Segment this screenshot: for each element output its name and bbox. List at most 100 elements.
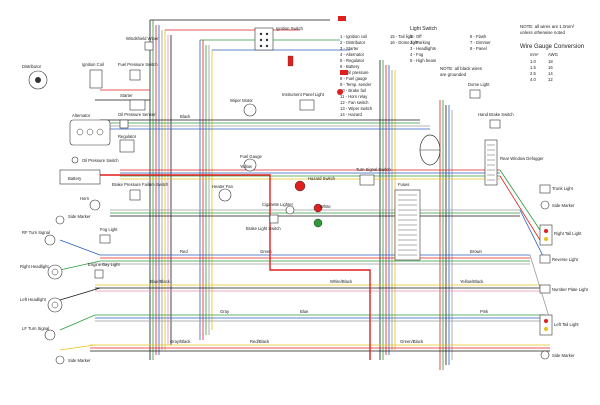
hazard-switch: Hazard Switch <box>308 176 336 181</box>
starter-label: Starter <box>120 93 133 98</box>
heater-fan: Heater Fan <box>212 184 234 202</box>
gauge-table-title: Wire Gauge Conversion <box>520 44 584 50</box>
wire-label: Black <box>180 114 191 119</box>
distributor: Distributor <box>22 64 48 90</box>
brake-pressure-label: Brake Pressure Failure Switch <box>112 182 169 187</box>
wire-label: White/Black <box>330 279 353 284</box>
legend-item: 10 - Brake fail <box>340 88 366 93</box>
turn-signal-switch: Turn Signal Switch <box>356 167 391 186</box>
colors-note-line1: NOTE: all black wires <box>440 66 483 71</box>
gauge-row-2-awg: 16 <box>548 65 553 70</box>
gauge-row-3-awg: 14 <box>548 71 553 76</box>
distributor-label: Distributor <box>22 64 42 69</box>
wire-label: Pink <box>480 309 489 314</box>
instrument-panel-light: Instrument Panel Light <box>282 92 325 111</box>
legend-item: 6 - Battery <box>340 64 360 69</box>
gauge-header-awg: AWG <box>548 52 558 57</box>
fuel-pressure-switch: Fuel Pressure Switch <box>118 62 158 81</box>
component-legend: 1 - Ignition coil 2 - Distributor 3 - St… <box>340 34 419 117</box>
switch-table-row: 8 - Panel <box>470 46 487 51</box>
hand-brake-switch: Hand Brake Switch <box>478 112 514 129</box>
gauge-row-2-mm: 1.5 <box>530 65 536 70</box>
battery-label: Battery <box>68 176 82 181</box>
trunk-light-label: Trunk Light <box>552 186 574 191</box>
windshield-wiper-label: Windshield Wiper <box>126 36 159 41</box>
red-indicator-lamp <box>287 55 294 67</box>
side-marker-left: Side Marker <box>55 355 91 365</box>
left-tail-label: Left Tail Light <box>554 322 579 327</box>
indicator-lamps <box>287 16 348 228</box>
reverse-light: Reverse Light <box>539 254 579 264</box>
wire-label: Blue/Black <box>150 279 171 284</box>
gauge-row-4-mm: 4.0 <box>530 77 536 82</box>
legend-item: 2 - Distributor <box>340 40 366 45</box>
legend-item: 3 - Starter <box>340 46 359 51</box>
engine-bay-light: Engine Bay Light <box>88 262 120 279</box>
wire-label: Brown <box>470 249 483 254</box>
switch-table: Light Switch 1 - Off 2 - Parking 3 - Hea… <box>410 26 491 63</box>
reverse-light-label: Reverse Light <box>552 257 579 262</box>
wiper-motor: Wiper Motor <box>230 98 257 117</box>
trunk-light: Trunk Light <box>539 184 574 194</box>
red-warning-lamp <box>338 16 346 21</box>
fuel-pressure-switch-label: Fuel Pressure Switch <box>118 62 158 67</box>
battery: Battery <box>59 169 101 185</box>
switch-table-row: 7 - Dimmer <box>470 40 491 45</box>
gauge-row-1-mm: 1.0 <box>530 59 536 64</box>
engine-bay-light-label: Engine Bay Light <box>88 262 120 267</box>
switch-table-row: 5 - High beam <box>410 58 437 63</box>
legend-item: 5 - Regulator <box>340 58 365 63</box>
legend-item: 12 - Fan switch <box>340 100 369 105</box>
left-headlight: Left Headlight <box>20 297 63 313</box>
hazard-warning-lamp <box>294 180 306 192</box>
legend-item: 1 - Ignition coil <box>340 34 367 39</box>
alternator-label: Alternator <box>72 113 91 118</box>
lf-turn-signal-label: LF Turn Signal <box>22 326 49 331</box>
oil-pressure-sensor: Oil Pressure Sensor <box>118 112 156 129</box>
right-tail-light: Right Tail Light <box>539 224 582 246</box>
wire-note: NOTE: all wires are 1.0mm² unless otherw… <box>520 24 575 35</box>
wiper-motor-label: Wiper Motor <box>230 98 253 103</box>
legend-item: 16 - Dome light <box>390 40 419 45</box>
rf-turn-signal: RF Turn Signal <box>22 230 56 246</box>
side-marker-front: Side Marker <box>55 214 91 225</box>
windshield-wiper-switch: Windshield Wiper <box>126 36 159 51</box>
fuel-gauge: Fuel Gauge <box>240 154 263 172</box>
dome-light-label: Dome Light <box>468 82 490 87</box>
brake-light-switch-label: Brake Light Switch <box>246 226 281 231</box>
green-indicator-lamp <box>313 218 323 228</box>
fuse-box-label: Fuses <box>398 182 409 187</box>
colors-note-line2: are grounded <box>440 72 467 77</box>
colors-note: NOTE: all black wires are grounded <box>440 66 483 77</box>
heater-fan-label: Heater Fan <box>212 184 234 189</box>
right-tail-label: Right Tail Light <box>554 231 582 236</box>
switch-table-row: 1 - Off <box>410 34 422 39</box>
switch-table-title: Light Switch <box>410 26 437 32</box>
alternator: Alternator <box>69 113 111 146</box>
gauge-header-mm: mm² <box>530 52 539 57</box>
oil-pressure-sensor-label: Oil Pressure Sensor <box>118 112 156 117</box>
gauge-row-3-mm: 2.5 <box>530 71 536 76</box>
right-headlight: Right Headlight <box>20 264 63 280</box>
horn: Horn <box>80 196 101 211</box>
regulator-label: Regulator <box>118 134 137 139</box>
gauge-row-1-awg: 18 <box>548 59 553 64</box>
regulator: Regulator <box>118 134 137 153</box>
legend-item: 9 - Temp. sender <box>340 82 372 87</box>
gauge-row-4-awg: 12 <box>548 77 553 82</box>
fuse-box: Fuses <box>394 182 421 261</box>
side-marker-rear-left-label: Side Marker <box>552 353 575 358</box>
wire-label: Yellow <box>240 164 253 169</box>
number-plate-label: Number Plate Light <box>552 287 589 292</box>
fog-light-label: Fog Light <box>100 227 118 232</box>
wire-label: Green <box>260 249 272 254</box>
side-marker-rear-label: Side Marker <box>552 203 575 208</box>
steering-column <box>419 134 441 166</box>
right-headlight-label: Right Headlight <box>20 264 49 269</box>
rear-window-defogger-label: Rear Window Defogger <box>500 156 544 161</box>
horn-label: Horn <box>80 196 90 201</box>
legend-item: 13 - Wiper switch <box>340 106 373 111</box>
wire-bundles <box>59 19 551 370</box>
